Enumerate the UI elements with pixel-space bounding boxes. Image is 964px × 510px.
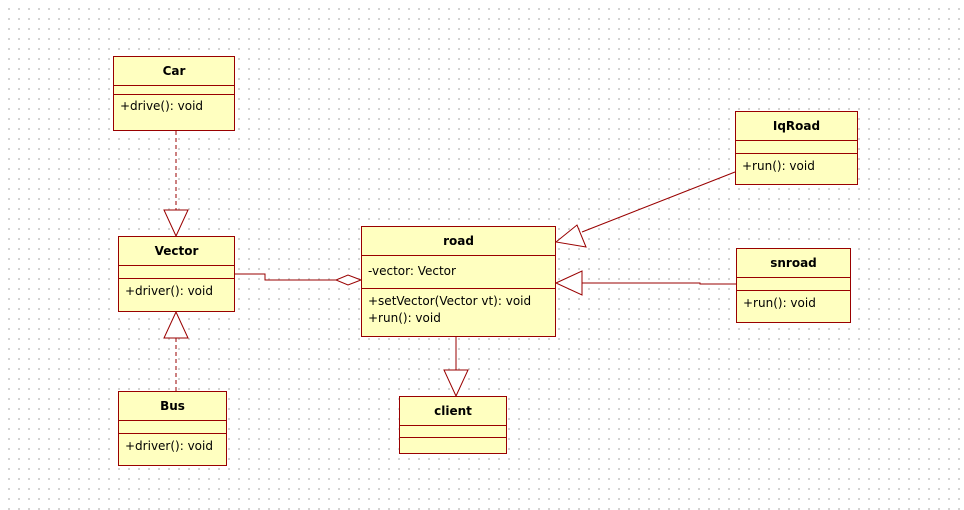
class-vector-name: Vector bbox=[119, 237, 234, 266]
class-car-name: Car bbox=[114, 57, 234, 86]
bus-vector-realization-arrowhead bbox=[163, 310, 189, 339]
class-vector-operation: +driver(): void bbox=[125, 284, 213, 298]
class-road-operations: +setVector(Vector vt): void +run(): void bbox=[362, 289, 555, 327]
class-vector-operations: +driver(): void bbox=[119, 279, 234, 300]
car-vector-realization-arrowhead bbox=[163, 209, 189, 238]
class-client[interactable]: client bbox=[399, 396, 507, 454]
iqroad-road-generalization-arrowhead bbox=[554, 224, 587, 248]
class-bus-operations: +driver(): void bbox=[119, 434, 226, 455]
road-client-generalization-arrowhead bbox=[443, 369, 469, 398]
class-iqroad-name: IqRoad bbox=[736, 112, 857, 141]
class-snroad-attributes bbox=[737, 278, 850, 291]
class-car-operations: +drive(): void bbox=[114, 95, 234, 115]
class-bus-name: Bus bbox=[119, 392, 226, 421]
class-vector[interactable]: Vector +driver(): void bbox=[118, 236, 235, 312]
class-iqroad-operations: +run(): void bbox=[736, 154, 857, 175]
class-car[interactable]: Car +drive(): void bbox=[113, 56, 235, 131]
class-car-attributes bbox=[114, 86, 234, 95]
class-road-attributes: -vector: Vector bbox=[362, 256, 555, 289]
vector-road-aggregation-line bbox=[235, 273, 336, 281]
class-iqroad-attributes bbox=[736, 141, 857, 154]
class-snroad[interactable]: snroad +run(): void bbox=[736, 248, 851, 323]
class-road-operation: +setVector(Vector vt): void bbox=[368, 294, 532, 308]
class-car-operation: +drive(): void bbox=[120, 99, 204, 113]
class-bus-operation: +driver(): void bbox=[125, 439, 213, 453]
class-road-attribute: -vector: Vector bbox=[368, 264, 456, 278]
vector-road-aggregation-diamond bbox=[334, 274, 363, 286]
class-iqroad-operation: +run(): void bbox=[742, 159, 815, 173]
class-bus[interactable]: Bus +driver(): void bbox=[118, 391, 227, 466]
class-bus-attributes bbox=[119, 421, 226, 434]
class-road-name: road bbox=[362, 227, 555, 256]
class-iqroad[interactable]: IqRoad +run(): void bbox=[735, 111, 858, 185]
class-vector-attributes bbox=[119, 266, 234, 279]
class-client-attributes bbox=[400, 426, 506, 438]
snroad-road-generalization-line bbox=[582, 282, 736, 285]
class-road[interactable]: road -vector: Vector +setVector(Vector v… bbox=[361, 226, 556, 337]
class-snroad-name: snroad bbox=[737, 249, 850, 278]
class-snroad-operation: +run(): void bbox=[743, 296, 816, 310]
class-client-name: client bbox=[400, 397, 506, 426]
class-road-operation: +run(): void bbox=[368, 311, 441, 325]
class-snroad-operations: +run(): void bbox=[737, 291, 850, 312]
iqroad-road-generalization-line bbox=[581, 171, 736, 233]
snroad-road-generalization-arrowhead bbox=[554, 270, 583, 296]
